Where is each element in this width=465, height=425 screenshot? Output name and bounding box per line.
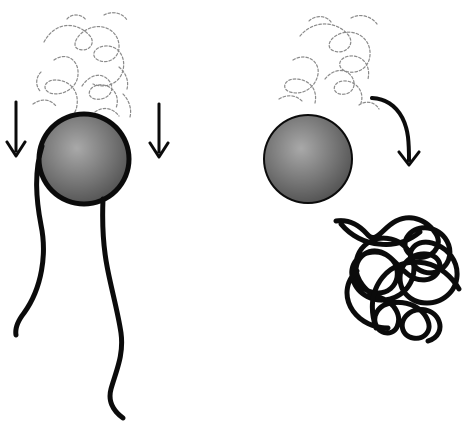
right-sphere [264, 115, 352, 203]
left-panel [7, 13, 168, 418]
right-scribble-line-4 [279, 16, 379, 109]
right-scribble-line-1 [300, 24, 370, 79]
right-curved-arrow [372, 98, 419, 165]
left-down-arrow-1 [7, 102, 25, 156]
right-scribble-cloud [279, 16, 379, 109]
left-down-arrow-2 [150, 104, 168, 157]
left-scribble-line-1 [44, 25, 124, 85]
left-scribble-cloud [33, 13, 131, 121]
left-scribble-line-3 [82, 75, 117, 108]
left-scribble-line-2 [45, 57, 78, 121]
left-scribble-line-4 [37, 13, 128, 91]
left-sphere [39, 114, 129, 204]
right-panel [264, 16, 459, 341]
right-scribble-line-3 [325, 70, 362, 103]
